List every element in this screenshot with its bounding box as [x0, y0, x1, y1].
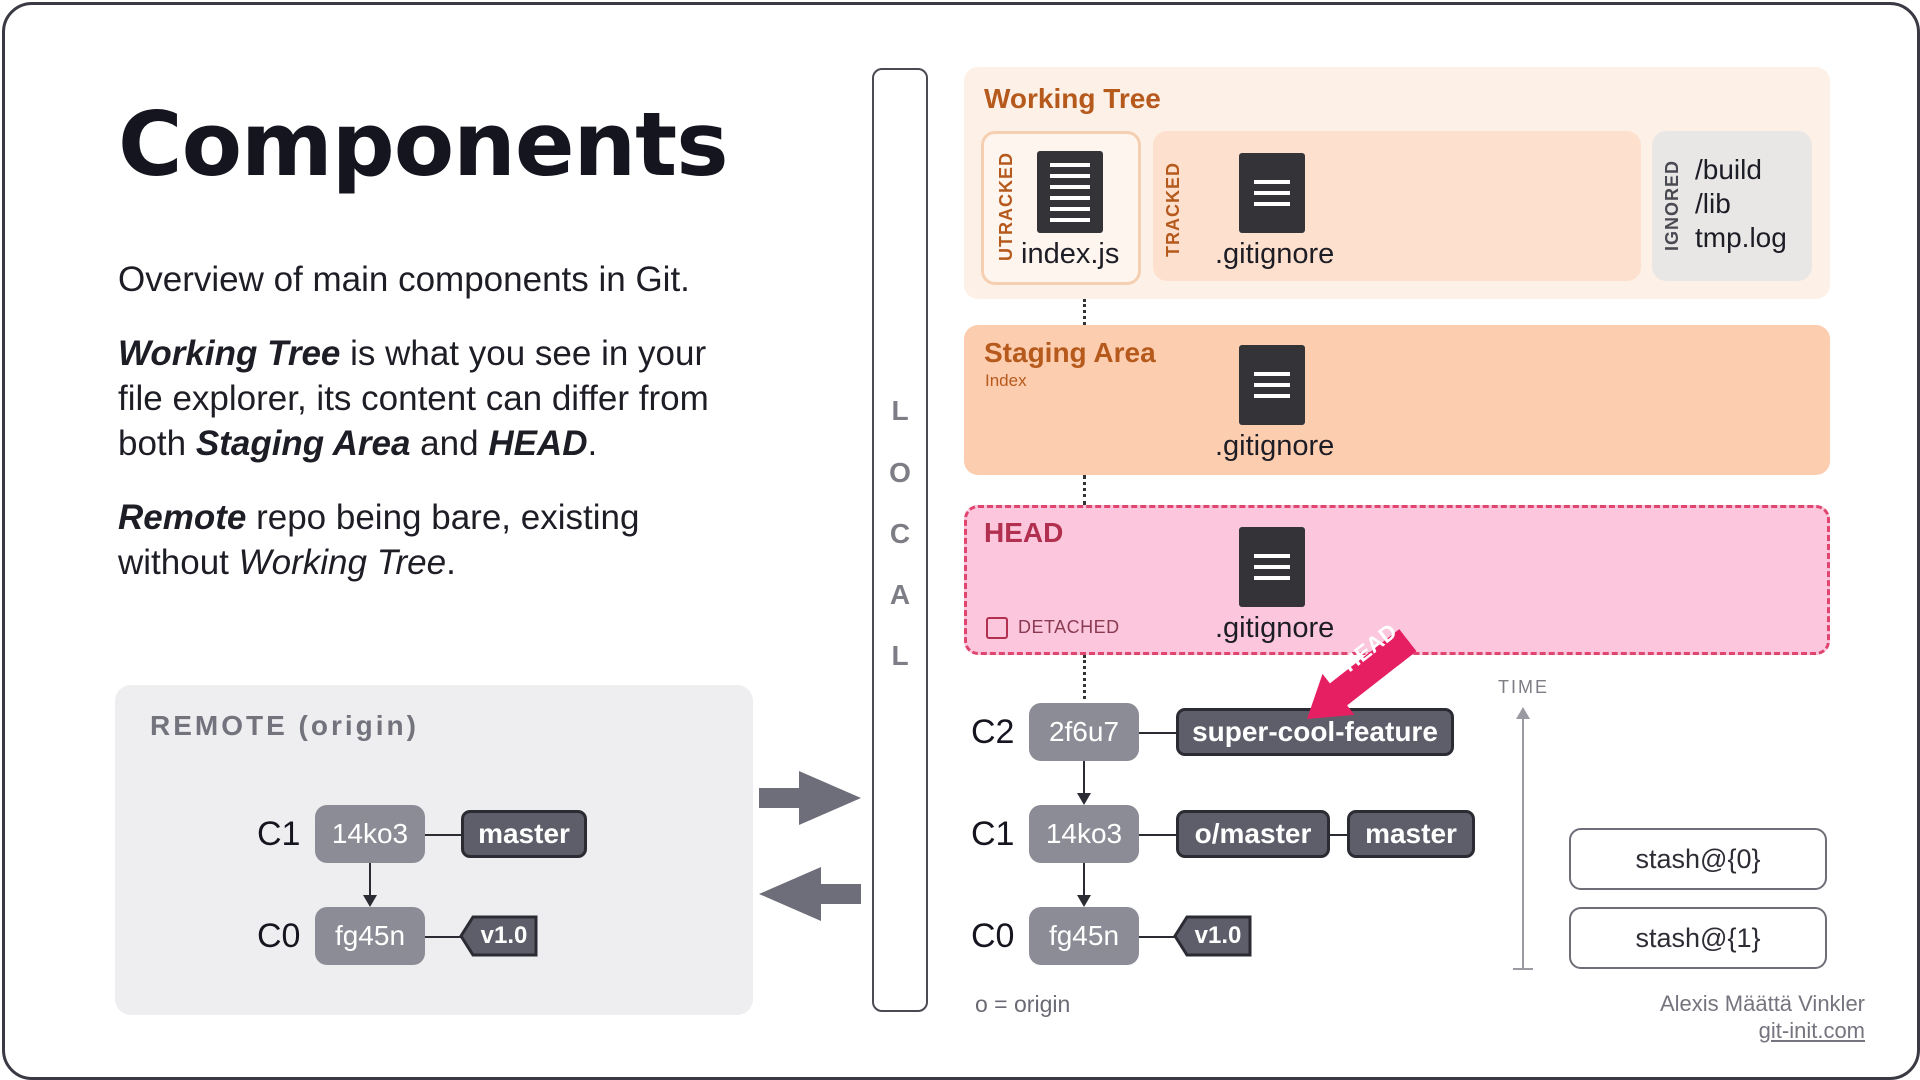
commit-edge	[1083, 761, 1085, 795]
local-commit-label: C2	[971, 713, 1015, 751]
time-axis	[1522, 719, 1524, 969]
local-commit-hash: 14ko3	[1029, 805, 1139, 863]
page-title: Components	[118, 93, 729, 196]
dotted-connector	[1083, 475, 1086, 505]
desc-text: .	[587, 424, 598, 463]
remote-commit-label: C0	[257, 917, 301, 955]
connector	[1139, 936, 1175, 938]
ignored-item: /lib	[1695, 188, 1731, 219]
file-icon	[1239, 153, 1305, 233]
desc-text: repo being bare, existing	[246, 498, 640, 537]
branch-super-cool-feature: super-cool-feature	[1176, 708, 1454, 756]
connector	[425, 834, 462, 836]
desc-text: both	[118, 424, 196, 463]
tag-v1-shape	[1173, 915, 1252, 957]
staging-title: Staging Area	[984, 337, 1156, 368]
ignored-label: IGNORED	[1662, 159, 1682, 251]
file-icon	[1239, 345, 1305, 425]
untracked-file-name: index.js	[1021, 238, 1120, 270]
arrow-down-icon	[1077, 793, 1091, 805]
time-axis-tick	[1513, 968, 1533, 970]
staging-file-name: .gitignore	[1215, 430, 1335, 462]
desc-text: and	[410, 424, 489, 463]
local-letter: C	[889, 518, 911, 549]
remote-panel	[115, 685, 753, 1015]
connector	[425, 936, 461, 938]
arrow-down-icon	[1077, 895, 1091, 907]
local-commit-label: C1	[971, 815, 1015, 853]
term-staging-area: Staging Area	[195, 424, 411, 463]
file-icon	[1037, 151, 1103, 233]
checkbox-icon[interactable]	[986, 617, 1008, 639]
remote-commit-hash: 14ko3	[315, 805, 425, 863]
intro-line: Overview of main components in Git.	[118, 257, 758, 302]
tracked-label: TRACKED	[1163, 162, 1183, 257]
desc-text: file explorer, its content can differ fr…	[118, 379, 709, 418]
arrow-down-icon	[363, 895, 377, 907]
stash-item[interactable]: stash@{1}	[1569, 907, 1827, 969]
commit-edge	[1083, 863, 1085, 897]
desc-text: without	[118, 543, 239, 582]
term-remote: Remote	[118, 498, 247, 537]
local-commit-label: C0	[971, 917, 1015, 955]
head-file-name: .gitignore	[1215, 612, 1335, 644]
staging-subtitle: Index	[985, 371, 1027, 390]
ignored-item: /build	[1695, 154, 1762, 185]
stash-item[interactable]: stash@{0}	[1569, 828, 1827, 890]
staging-area	[964, 325, 1830, 475]
arrow-right-icon	[759, 771, 861, 825]
tracked-file-name: .gitignore	[1215, 238, 1335, 270]
head-pointer-icon	[1307, 629, 1417, 719]
arrow-up-icon	[1516, 707, 1530, 719]
working-tree-title: Working Tree	[984, 83, 1161, 114]
file-icon	[1239, 527, 1305, 607]
local-letter: L	[891, 395, 909, 426]
term-working-tree: Working Tree	[118, 334, 341, 373]
branch-master: master	[461, 810, 587, 858]
remote-description: Remote repo being bare, existing without…	[118, 495, 758, 585]
head-area	[964, 505, 1830, 655]
remote-commit-label: C1	[257, 815, 301, 853]
connector	[1330, 834, 1348, 836]
tracked-box	[1153, 131, 1641, 281]
connector	[1139, 732, 1177, 734]
desc-text: .	[446, 543, 456, 582]
detached-label: DETACHED	[1018, 617, 1120, 637]
remote-commit-hash: fg45n	[315, 907, 425, 965]
legend: o = origin	[975, 991, 1071, 1017]
credit-site-link[interactable]: git-init.com	[1758, 1018, 1865, 1043]
local-letter: L	[891, 640, 909, 671]
time-label: TIME	[1498, 677, 1549, 697]
untracked-label: UTRACKED	[996, 152, 1016, 261]
tag-v1-shape	[459, 915, 538, 957]
branch-origin-master: o/master	[1176, 810, 1330, 858]
local-commit-hash: 2f6u7	[1029, 703, 1139, 761]
dotted-connector	[1083, 655, 1086, 699]
ignored-list: /build /lib tmp.log	[1695, 153, 1787, 255]
desc-text: is what you see in your	[340, 334, 707, 373]
head-title: HEAD	[984, 517, 1064, 548]
local-commit-hash: fg45n	[1029, 907, 1139, 965]
branch-master: master	[1347, 810, 1475, 858]
tag-v1: v1.0	[1194, 922, 1242, 949]
term-head: HEAD	[488, 424, 588, 463]
ignored-item: tmp.log	[1695, 222, 1787, 253]
term-working-tree-italic: Working Tree	[238, 543, 447, 582]
dotted-connector	[1083, 299, 1086, 325]
intro-text: Overview of main components in Git.	[118, 260, 690, 299]
arrow-left-icon	[759, 867, 861, 921]
working-tree-description: Working Tree is what you see in your fil…	[118, 331, 758, 466]
ignored-box	[1652, 131, 1812, 281]
commit-edge	[369, 863, 371, 897]
local-letter: A	[889, 579, 911, 610]
credit-author: Alexis Määttä Vinkler	[1659, 991, 1865, 1016]
local-letter: O	[889, 457, 911, 488]
remote-title: REMOTE (origin)	[150, 710, 419, 741]
tag-v1: v1.0	[480, 922, 528, 949]
connector	[1139, 834, 1177, 836]
local-bar	[872, 68, 928, 1012]
